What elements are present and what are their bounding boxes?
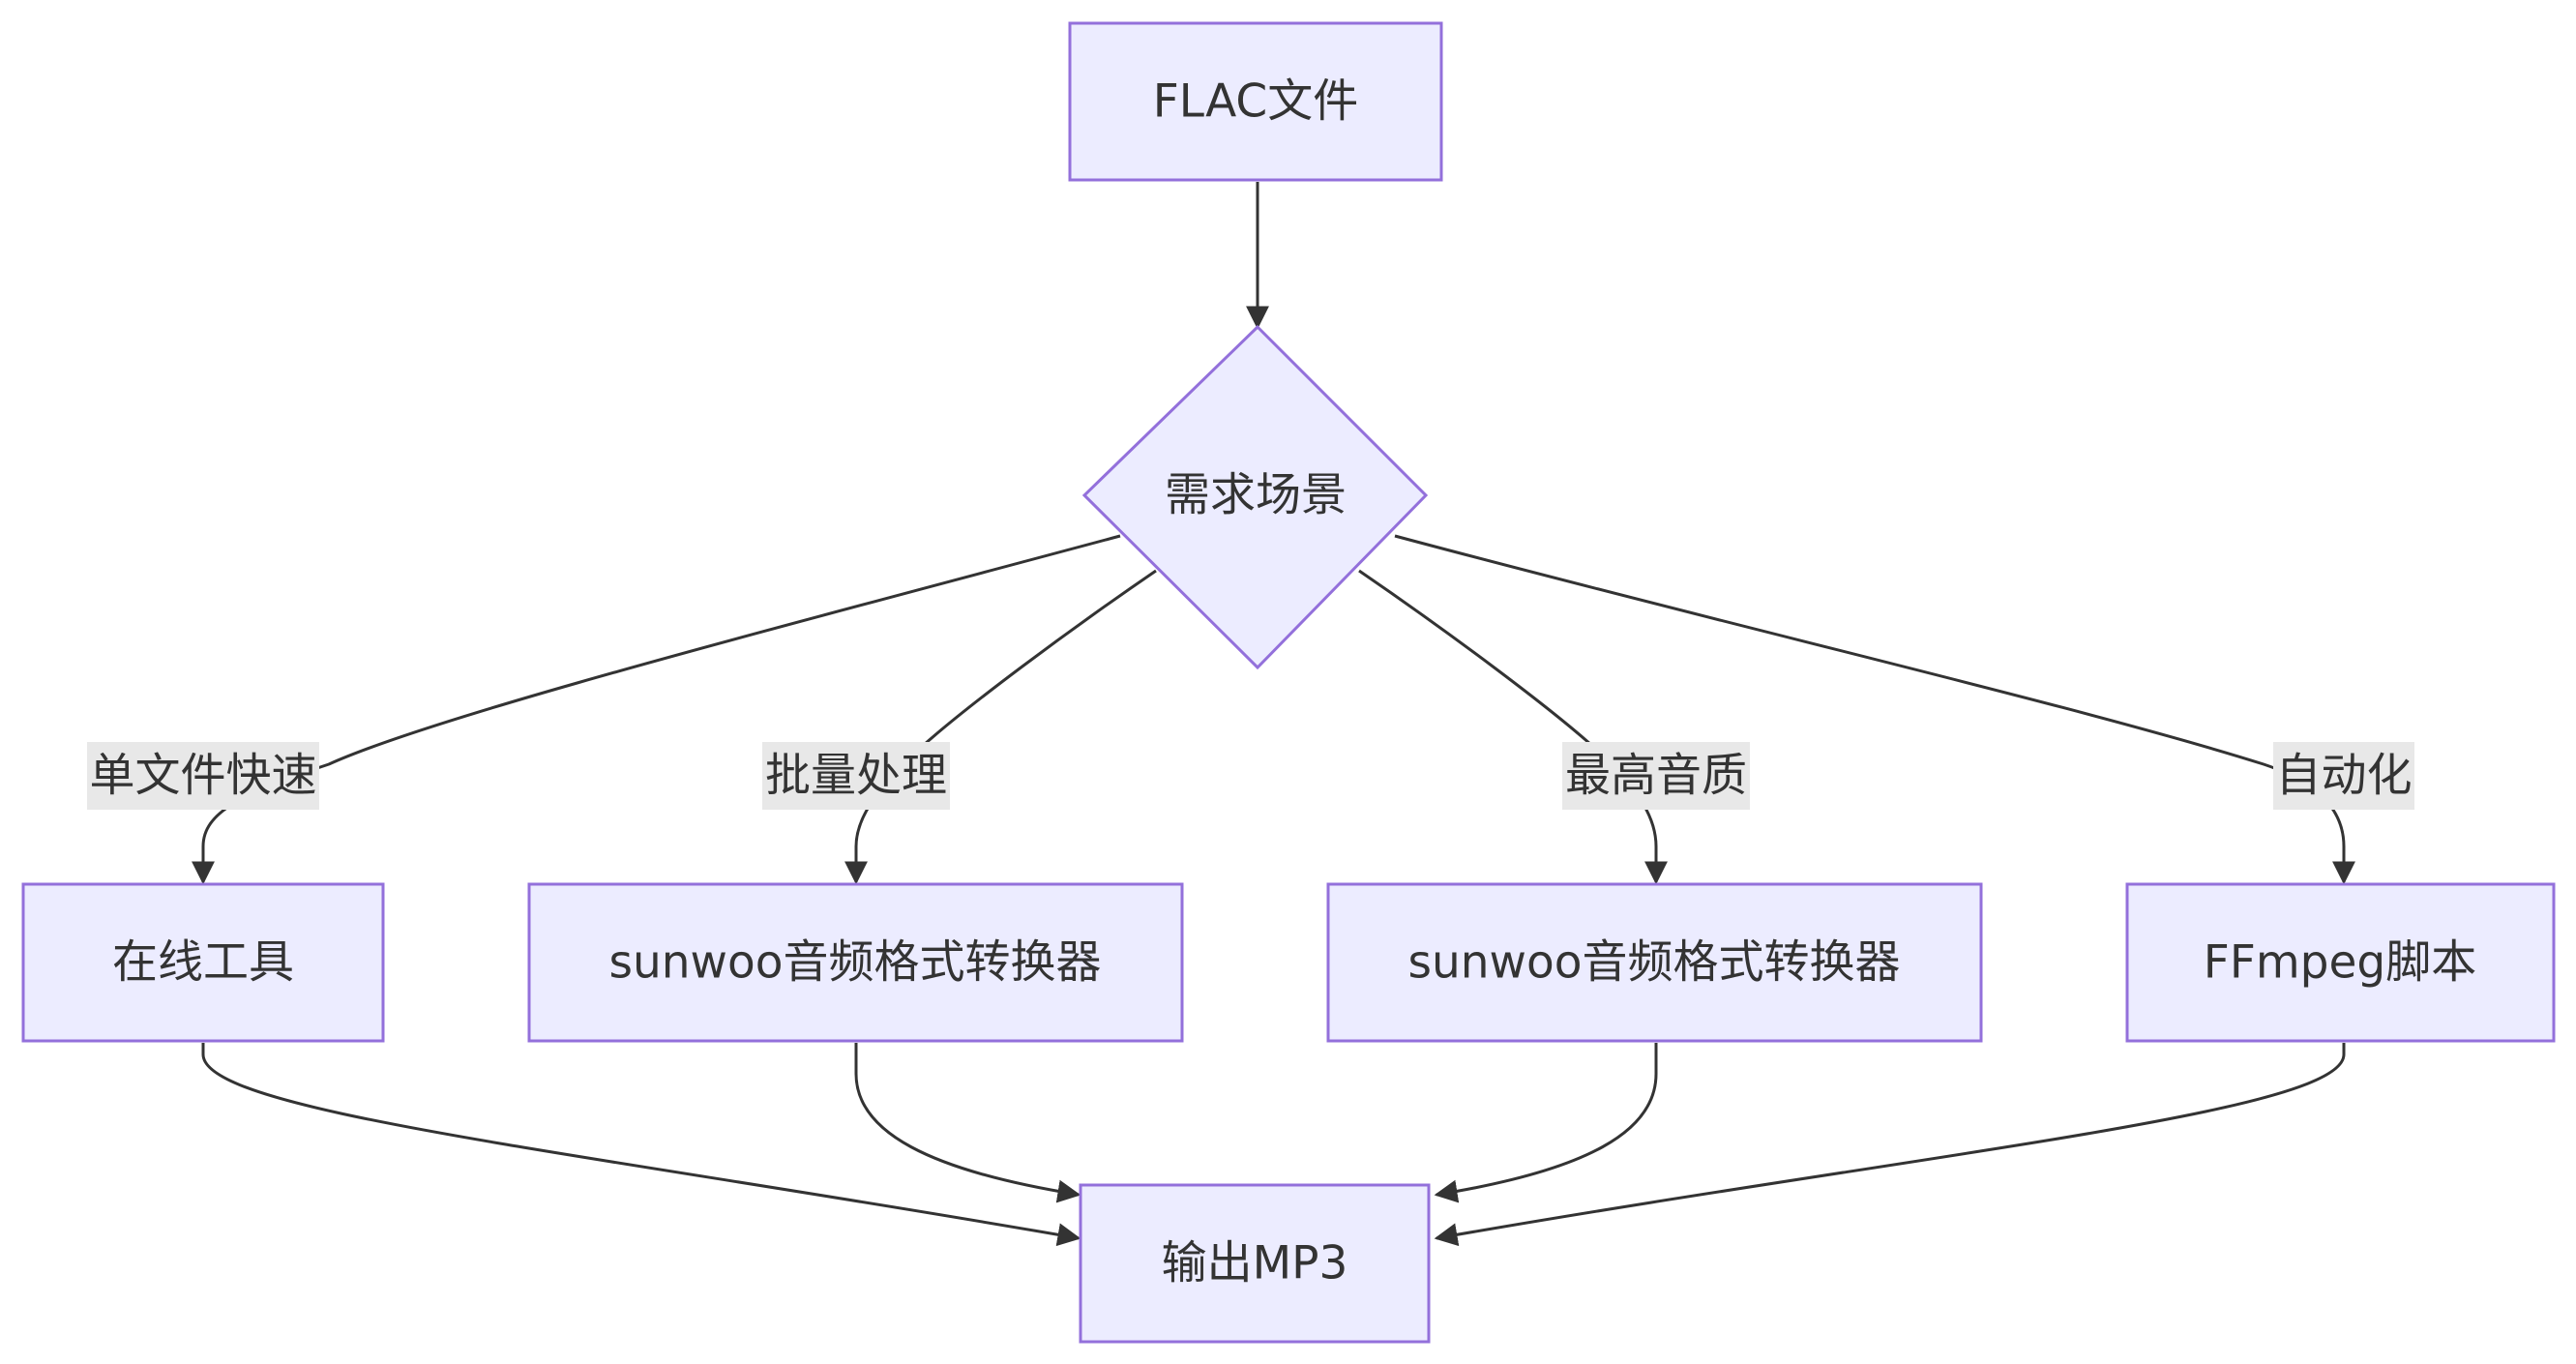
edge-label-single-fast-text: 单文件快速	[90, 750, 317, 803]
edge-label-batch-text: 批量处理	[765, 750, 947, 803]
node-output-label: 输出MP3	[1162, 1237, 1348, 1290]
edge-sunwoo-batch-to-output	[854, 1043, 1081, 1203]
edge-sunwoo-quality-to-output	[1434, 1043, 1658, 1203]
node-sunwoo-quality-label: sunwoo音频格式转换器	[1407, 936, 1900, 990]
node-online-tool: 在线工具	[21, 882, 385, 1043]
edge-label-single-fast: 单文件快速	[87, 742, 319, 810]
edge-decision-to-sunwoo-batch	[844, 569, 1157, 885]
edge-online-tool-to-output	[201, 1043, 1081, 1247]
edge-ffmpeg-to-output	[1434, 1043, 2346, 1247]
edge-decision-to-ffmpeg	[1394, 534, 2355, 885]
edge-label-automation: 自动化	[2273, 742, 2414, 810]
node-start: FLAC文件	[1068, 21, 1443, 182]
node-output: 输出MP3	[1079, 1183, 1431, 1344]
node-decision-label: 需求场景	[1165, 469, 1347, 522]
node-sunwoo-quality: sunwoo音频格式转换器	[1326, 882, 1983, 1043]
node-ffmpeg-label: FFmpeg脚本	[2204, 936, 2476, 990]
edge-label-automation-text: 自动化	[2276, 750, 2413, 803]
edge-label-best-quality-text: 最高音质	[1565, 750, 1747, 803]
edge-label-batch: 批量处理	[762, 742, 950, 810]
node-online-tool-label: 在线工具	[112, 936, 294, 990]
node-sunwoo-batch: sunwoo音频格式转换器	[527, 882, 1184, 1043]
node-start-label: FLAC文件	[1153, 75, 1358, 129]
edge-decision-to-sunwoo-quality	[1358, 569, 1668, 885]
edge-decision-to-online-tool	[192, 534, 1121, 885]
edge-label-best-quality: 最高音质	[1562, 742, 1750, 810]
node-ffmpeg: FFmpeg脚本	[2125, 882, 2556, 1043]
node-decision: 需求场景	[1081, 324, 1429, 670]
node-sunwoo-batch-label: sunwoo音频格式转换器	[608, 936, 1101, 990]
